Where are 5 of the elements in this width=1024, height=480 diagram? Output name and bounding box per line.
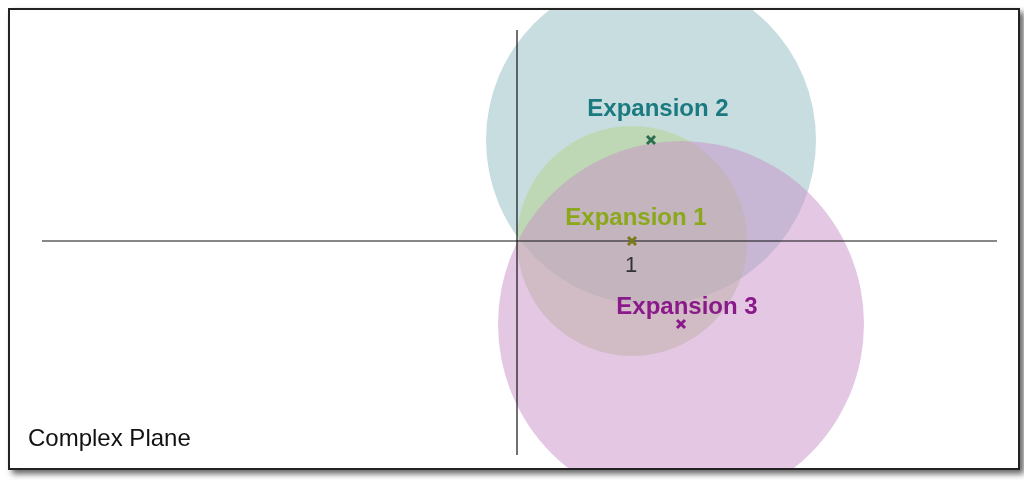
axis-tick-label: 1 <box>624 252 638 278</box>
region-label: Expansion 3 <box>616 292 758 320</box>
plane-label: Complex Plane <box>28 424 191 452</box>
region-label: Expansion 2 <box>587 94 729 122</box>
region-label: Expansion 1 <box>565 203 707 231</box>
